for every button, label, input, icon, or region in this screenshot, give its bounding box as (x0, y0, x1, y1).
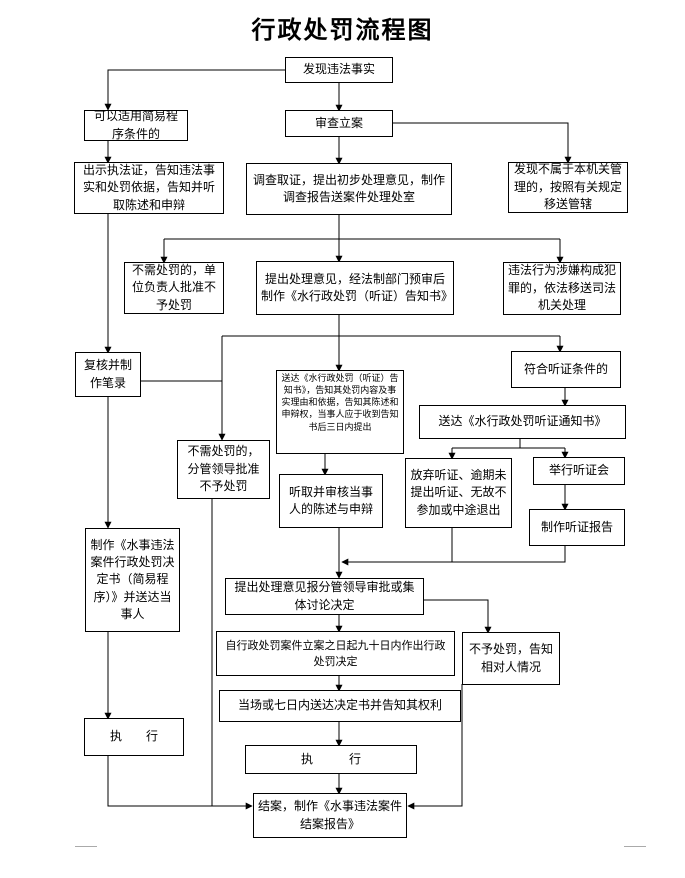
propose-opinion-box: 提出处理意见，经法制部门预审后制作《水行政处罚（听证）告知书》 (256, 261, 454, 315)
page-title: 行政处罚流程图 (251, 15, 434, 44)
hearing-notice-box: 送达《水行政处罚听证通知书》 (419, 405, 626, 439)
close-case-box: 结案，制作《水事违法案件结案报告》 (253, 793, 407, 838)
transfer-admin-box: 发现不属于本机关管理的，按照有关规定移送管辖 (508, 162, 628, 213)
crop-mark-right (624, 846, 646, 847)
simple-decision-box: 制作《水事违法案件行政处罚决定书（简易程序）》并送达当事人 (85, 528, 180, 632)
discover-violation-box: 发现违法事实 (285, 57, 393, 83)
execute-main-box: 执 行 (245, 745, 417, 774)
approve-decision-box: 提出处理意见报分管领导审批或集体讨论决定 (225, 578, 424, 615)
deadline-box: 自行政处罚案件立案之日起九十日内作出行政处罚决定 (216, 631, 455, 676)
waive-hearing-box: 放弃听证、逾期未提出听证、无故不参加或中途退出 (405, 458, 512, 528)
hearing-condition-box: 符合听证条件的 (511, 351, 621, 388)
listen-statement-box: 听取并审核当事人的陈述与申辩 (279, 474, 383, 528)
hearing-report-box: 制作听证报告 (529, 509, 625, 546)
simple-procedure-box: 可以适用简易程序条件的 (84, 110, 188, 141)
register-case-box: 审查立案 (285, 110, 393, 137)
hold-hearing-box: 举行听证会 (533, 457, 625, 485)
show-certificate-box: 出示执法证，告知违法事实和处罚依据，告知并听取陈述和申辩 (74, 162, 224, 214)
crop-mark-left (75, 846, 97, 847)
no-punish-inform-box: 不予处罚，告知相对人情况 (462, 632, 560, 685)
deliver-decision-box: 当场或七日内送达决定书并告知其权利 (219, 690, 461, 722)
execute-left-box: 执 行 (84, 718, 184, 756)
serve-notice-box: 送达《水行政处罚（听证）告知书》，告知其处罚内容及事实理由和依据，告知其陈述和申… (276, 370, 404, 454)
no-punish-leader-box: 不需处罚的，分管领导批准不予处罚 (177, 440, 270, 499)
no-punish-unit-box: 不需处罚的，单位负责人批准不予处罚 (124, 262, 224, 314)
investigate-box: 调查取证，提出初步处理意见，制作调查报告送案件处理处室 (246, 163, 452, 215)
recheck-record-box: 复核并制作笔录 (75, 352, 141, 397)
transfer-judicial-box: 违法行为涉嫌构成犯罪的，依法移送司法机关处理 (503, 262, 621, 315)
